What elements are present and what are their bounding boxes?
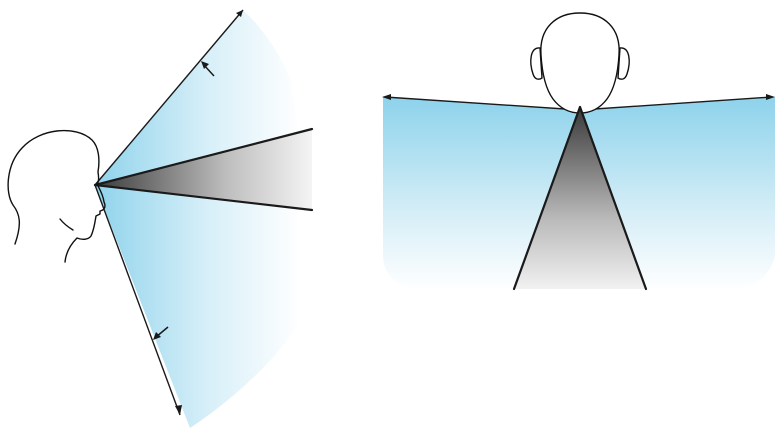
top-view (382, 13, 775, 290)
side-view (8, 10, 312, 428)
head-profile-icon (8, 131, 105, 262)
side-peripheral-field (95, 10, 300, 428)
side-lower-arrowhead (175, 405, 182, 415)
head-back-icon (531, 13, 629, 113)
